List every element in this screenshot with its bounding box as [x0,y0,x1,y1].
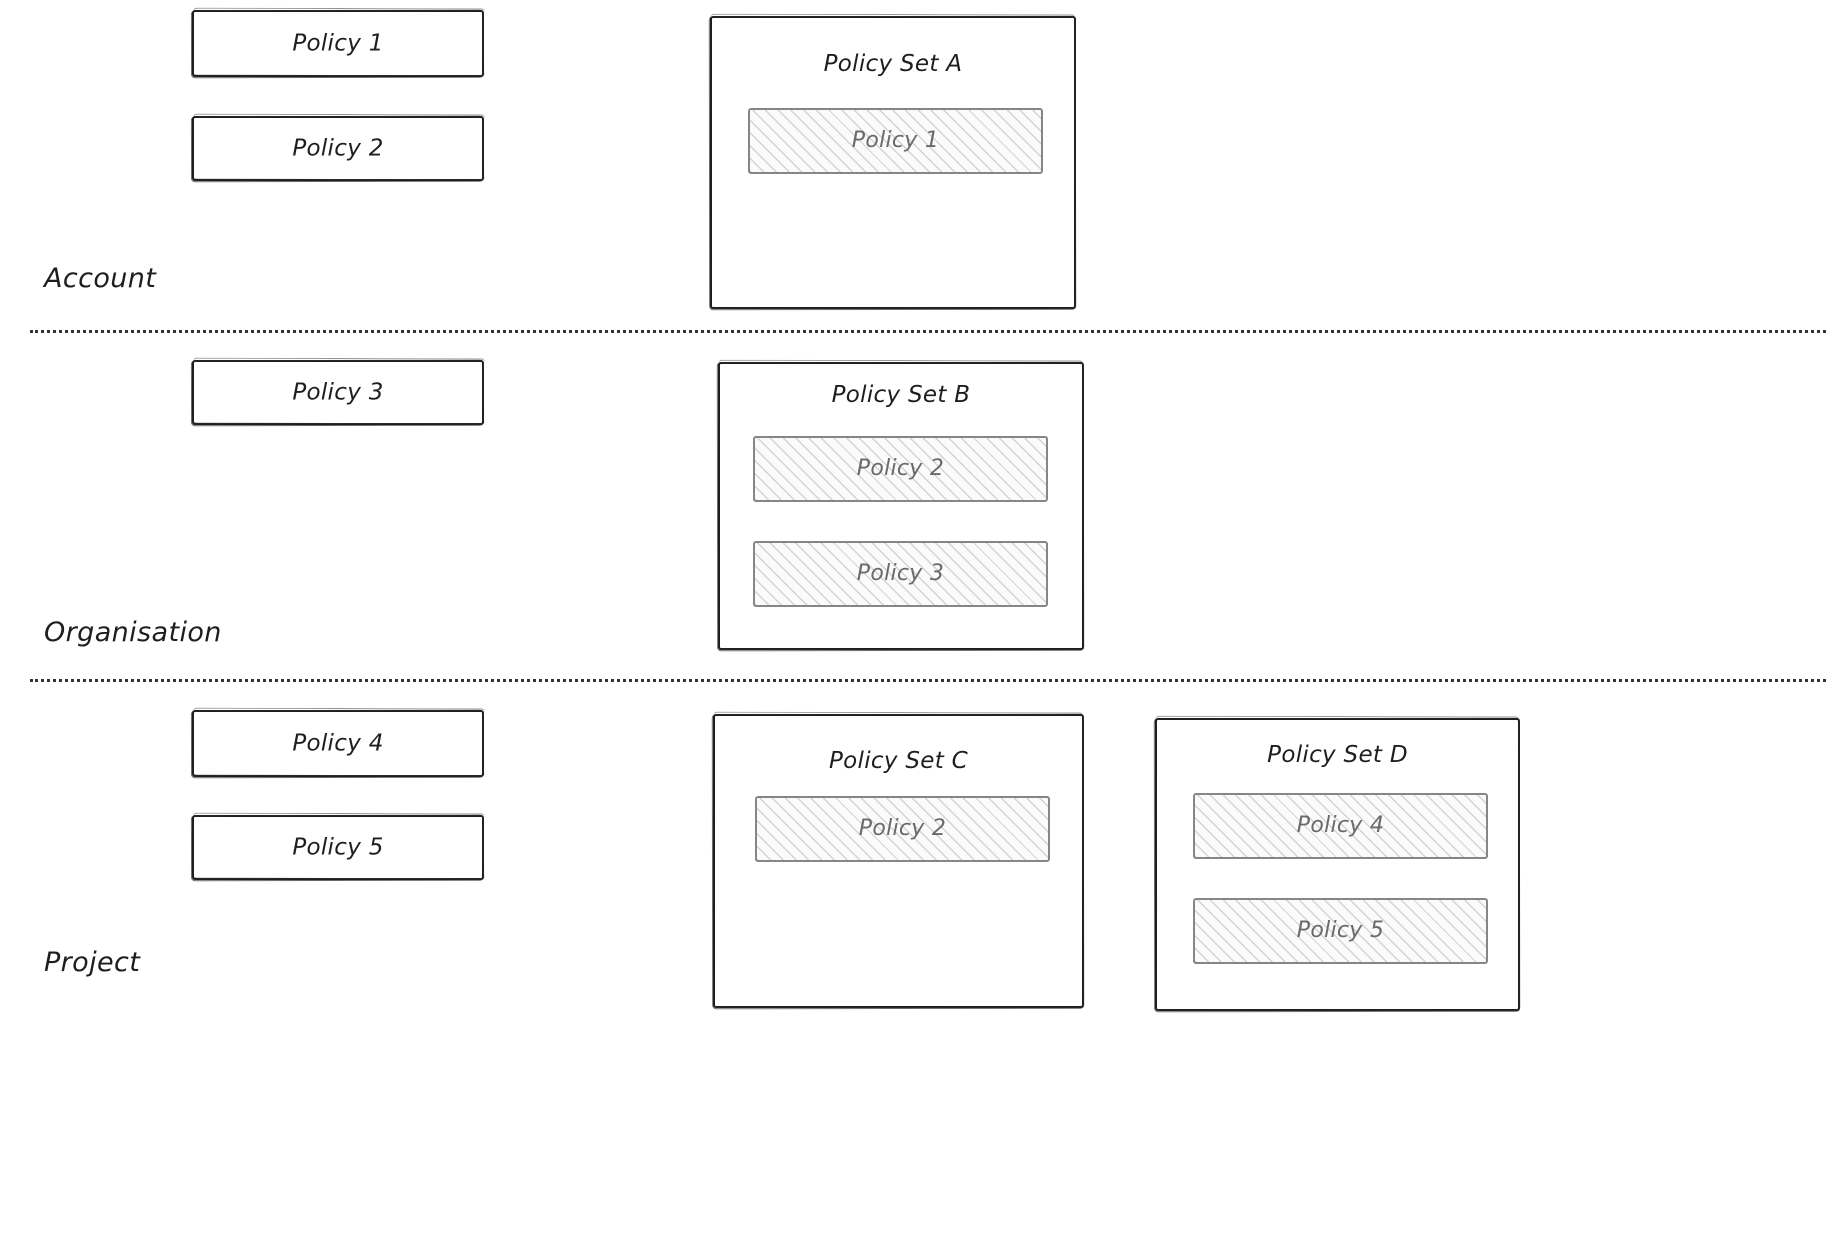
policy-set-b[interactable]: Policy Set B Policy 2 Policy 3 [718,362,1084,650]
policy-box-account-1[interactable]: Policy 1 [192,10,484,77]
policy-chip-a-1[interactable]: Policy 1 [748,108,1043,174]
policy-box-organisation-1[interactable]: Policy 3 [192,360,484,425]
policy-chip-d-2[interactable]: Policy 5 [1193,898,1488,964]
policy-chip-b-1[interactable]: Policy 2 [753,436,1048,502]
policy-box-project-1[interactable]: Policy 4 [192,710,484,777]
policy-chip-b-2[interactable]: Policy 3 [753,541,1048,607]
policy-chip-label: Policy 2 [858,816,947,841]
policy-set-title: Policy Set B [831,382,971,408]
policy-box-label: Policy 2 [292,134,384,161]
policy-box-label: Policy 4 [292,729,384,756]
band-label-account: Account [44,263,157,294]
policy-chip-c-1[interactable]: Policy 2 [755,796,1050,862]
policy-set-c[interactable]: Policy Set C Policy 2 [713,714,1084,1008]
policy-set-d[interactable]: Policy Set D Policy 4 Policy 5 [1155,718,1520,1011]
band-divider-2 [30,679,1826,682]
policy-chip-label: Policy 1 [851,128,940,153]
policy-box-label: Policy 5 [292,833,384,860]
policy-set-a[interactable]: Policy Set A Policy 1 [710,16,1076,309]
policy-box-account-2[interactable]: Policy 2 [192,116,484,181]
policy-box-label: Policy 3 [292,378,384,405]
policy-set-title: Policy Set A [823,51,963,77]
policy-chip-label: Policy 4 [1296,813,1385,838]
policy-chip-label: Policy 3 [856,561,945,586]
policy-chip-d-1[interactable]: Policy 4 [1193,793,1488,859]
band-divider-1 [30,330,1826,333]
policy-chip-label: Policy 5 [1296,918,1385,943]
policy-set-title: Policy Set C [828,748,969,774]
policy-box-label: Policy 1 [292,29,384,56]
policy-chip-label: Policy 2 [856,456,945,481]
policy-box-project-2[interactable]: Policy 5 [192,815,484,880]
policy-set-title: Policy Set D [1267,742,1408,768]
band-label-organisation: Organisation [44,617,222,648]
band-label-project: Project [44,947,141,978]
